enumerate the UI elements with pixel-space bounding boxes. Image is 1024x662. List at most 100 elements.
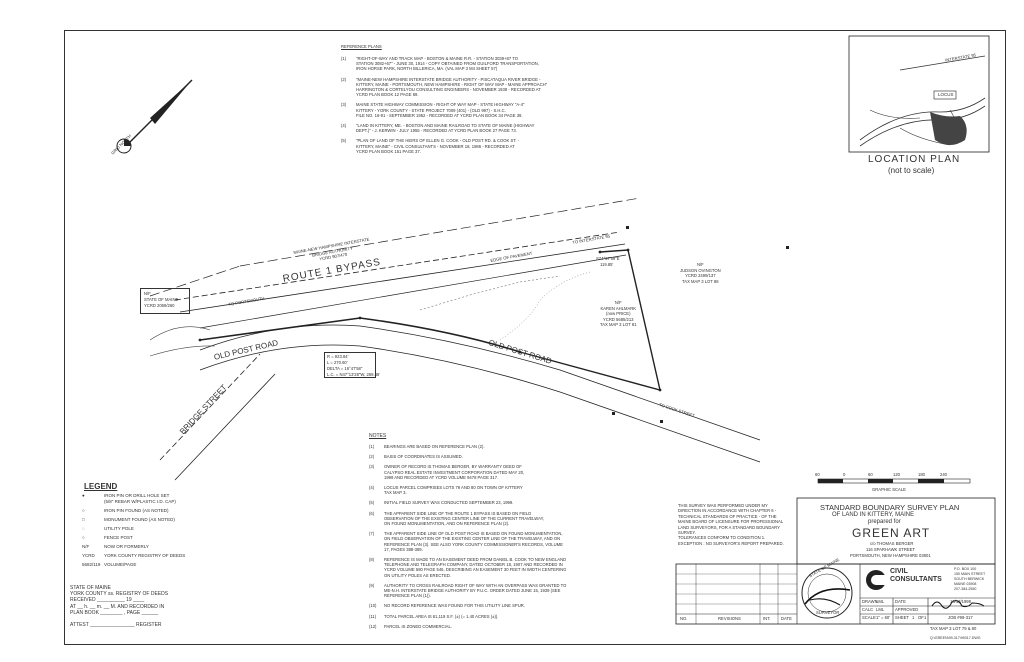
- reference-line: STATION 3082+67" - JUNE 30, 1914 - COPY …: [356, 61, 539, 67]
- drawn-value: LML: [876, 599, 885, 604]
- reference-plans-heading: REFERENCE PLANS: [341, 44, 382, 49]
- legend-text: YORK COUNTY REGISTRY OF DEEDS: [104, 552, 186, 558]
- certification-line: TECHNICAL STANDARDS OF PRACTICE - OF THE: [678, 513, 777, 519]
- route-1-bypass-lines: [149, 197, 641, 341]
- surveyor-seal: [801, 567, 853, 619]
- note-line: BASIS OF COORDINATES IS ASSUMED.: [384, 454, 463, 460]
- note-line: THE APPARENT SIDE LINE OF OLD POST ROAD …: [384, 531, 563, 537]
- scale-tick-label: 60: [815, 472, 820, 477]
- note-line: CALYPSO REAL ESTATE INVESTMENT CORPORATI…: [384, 469, 525, 475]
- note-line: OWNER OF RECORD IS THOMAS BERGER, BY WAR…: [384, 464, 522, 470]
- reference-line: "PLAN OF LAND OF THE HEIRS OF ELLEN G. C…: [356, 138, 520, 144]
- legend-text: IRON PIN FOUND (AS NOTED): [104, 507, 169, 513]
- note-line: ON FOUND MONUMENTATION, AND ON REFERENCE…: [384, 521, 510, 526]
- title-line-6: 116 SPARHAWK STREET: [866, 547, 916, 552]
- company-name-2: CONSULTANTS: [890, 576, 942, 583]
- scale-tick-label: 180: [918, 472, 925, 477]
- note-line: THE APPARENT SIDE LINE OF THE ROUTE 1 BY…: [384, 510, 532, 516]
- reference-line: "LAND IN KITTERY, ME. - BOSTON AND MAINE…: [356, 123, 535, 128]
- note-line: ME-N.H. INTERSTATE BRIDGE AUTHORITY BY P…: [384, 588, 561, 593]
- legend-text: UTILITY POLE: [104, 525, 134, 531]
- sheet-label: SHEET: [895, 615, 909, 620]
- note-line: YCRD VOLUME 580 PAGE 546, DESCRIBING AN …: [384, 567, 567, 573]
- note-line: INITIAL FIELD SURVEY WAS CONDUCTED SEPTE…: [384, 500, 514, 506]
- graphic-scale-bar: [817, 478, 971, 484]
- legend-symbol: ◌: [82, 525, 85, 531]
- note-number: (8): [369, 557, 375, 562]
- curve-data-box: R = 923.84' L = 270.60' DELTA = 16°47'58…: [324, 352, 380, 378]
- legend-symbol: 5682/119: [82, 561, 101, 567]
- note-number: (11): [369, 613, 377, 619]
- note-number: (1): [369, 444, 375, 449]
- note-number: (5): [369, 500, 375, 506]
- seal-subtext: SURVEYOR: [816, 610, 840, 615]
- note-number: (7): [369, 531, 375, 537]
- note-line: REFERENCE IS MADE TO AN EASEMENT DEED FR…: [384, 557, 567, 562]
- reference-line: YCRD PLAN BOOK 12 PAGE 69.: [356, 92, 419, 98]
- title-line-2: OF LAND IN KITTERY, MAINE: [832, 512, 915, 518]
- note-number: (2): [369, 454, 375, 460]
- scale-label: SCALE: [862, 615, 876, 620]
- title-line-3: prepared for: [868, 519, 901, 525]
- reference-line: "RIGHT-OF-WAY AND TRACK MAP - BOSTON & M…: [356, 56, 519, 61]
- drawn-label: DRAWN: [862, 599, 878, 604]
- note-line: AUTHORITY TO CROSS RAILROAD RIGHT OF WAY…: [384, 582, 567, 588]
- note-number: (4): [369, 485, 375, 490]
- note-line: 1999 AND RECORDED AT YCRD VOLUME 9478 PA…: [384, 474, 499, 480]
- reference-line: IRON HORSE PARK, NORTH BILLERICA, MA. (V…: [356, 66, 498, 72]
- legend-text: VOLUME/PAGE: [104, 561, 137, 567]
- legend-symbol: ○: [82, 534, 85, 540]
- parcel-boundary: [419, 249, 661, 391]
- bearing-1-label: S74°37'59"E: [596, 256, 620, 261]
- scale-value: 1" = 60': [876, 615, 891, 620]
- revisions-no-header: NO.: [680, 616, 688, 621]
- legend-text: FENCE POST: [104, 534, 133, 540]
- note-number: (9): [369, 582, 375, 588]
- revisions-date-header: DATE: [781, 616, 792, 621]
- reference-line: YCRD PLAN BOOK 151 PAGE 37.: [356, 148, 421, 154]
- registry-line: RECEIVED __________ 19 ____: [70, 597, 145, 604]
- reference-line: "MAINE-NEW HAMPSHIRE INTERSTATE BRIDGE A…: [356, 76, 541, 82]
- note-line: PARCEL IS ZONED COMMERCIAL.: [384, 623, 452, 629]
- title-line-7: PORTSMOUTH, NEW HAMPSHIRE 03801: [850, 553, 931, 558]
- note-number: (12): [369, 623, 377, 629]
- note-number: (3): [369, 464, 375, 470]
- reference-line: DEPT.)" - J. KERWIN - JULY 1955 - RECORD…: [356, 128, 517, 134]
- of-value: 1: [924, 615, 927, 620]
- reference-number: (1): [341, 56, 347, 61]
- certification-line: EXCEPTION : NO SURVEYOR'S REPORT PREPARE…: [678, 540, 784, 546]
- scale-tick-label: 60: [868, 472, 873, 477]
- note-line: LOCUS PARCEL COMPRISES LOTS 79 AND 80 ON…: [384, 485, 523, 490]
- legend-text: NOW OR FORMERLY: [104, 543, 149, 549]
- reference-number: (4): [341, 123, 347, 128]
- registry-line: YORK COUNTY ss. REGISTRY OF DEEDS: [70, 591, 169, 598]
- old-post-road-lines: [199, 317, 761, 463]
- surveyor-signature: [931, 600, 985, 609]
- legend-text: MONUMENT FOUND (AS NOTED): [104, 516, 175, 522]
- reference-number: (3): [341, 102, 347, 108]
- legend-symbol: ●: [82, 493, 85, 498]
- date-value: 10/13/1999: [950, 599, 971, 604]
- note-line: REFERENCE PLAN (3). SEE ALSO YORK COUNTY…: [384, 541, 563, 547]
- note-number: (10): [369, 603, 377, 609]
- reference-line: FILE NO. 16-91 - SEPTEMBER 1952 - RECORD…: [356, 112, 523, 118]
- location-plan-subtitle: (not to scale): [888, 166, 935, 175]
- certification-line: LAND SURVEYORS, FOR A STANDARD BOUNDARY: [678, 524, 780, 530]
- note-number: (6): [369, 510, 375, 516]
- title-block-frame: [675, 497, 996, 625]
- job-number: JOB #99-317: [948, 615, 973, 620]
- title-client-name: GREEN ART: [852, 526, 931, 540]
- address-line: 207-384-2550: [954, 587, 977, 591]
- note-line: NO RECORD REFERENCE WAS FOUND FOR THIS U…: [384, 603, 525, 609]
- north-arrow: [116, 79, 193, 154]
- note-line: ON FIELD OBSERVATION OF THE EXISTING CEN…: [384, 536, 561, 542]
- legend-symbol: □: [82, 516, 85, 522]
- revisions-header: REVISIONS: [718, 616, 741, 621]
- reference-line: HARRINGTON & CORTELYOU CONSULTING ENGINE…: [356, 87, 541, 92]
- bridge-street-lines: [159, 353, 276, 481]
- certification-line: SURVEY.: [678, 530, 696, 535]
- scale-tick-label: 120: [893, 472, 900, 477]
- location-plan-title: LOCATION PLAN: [868, 154, 961, 165]
- reference-number: (2): [341, 76, 347, 82]
